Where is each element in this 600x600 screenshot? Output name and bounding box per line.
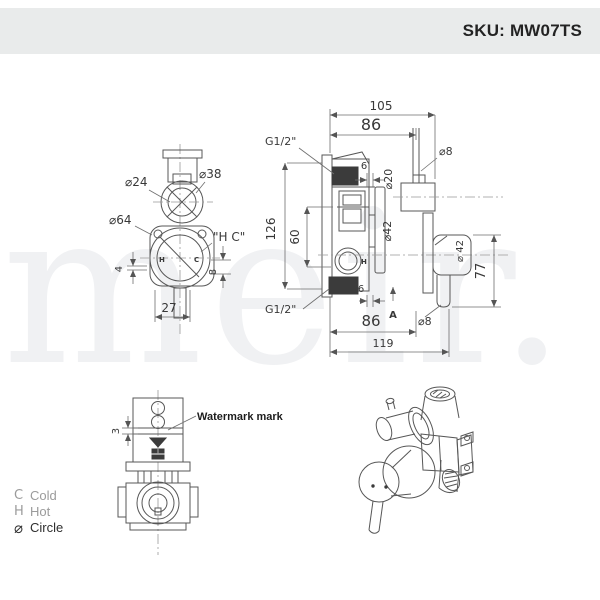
isometric-mixer (358, 386, 474, 534)
front-view-dimensions: ⌀24 ⌀38 ⌀64 "H C" H C 4 8 27 (109, 167, 245, 322)
header-bar: SKU: MW07TS (0, 8, 600, 54)
cartridge-circle (136, 481, 180, 525)
hot-mark: H (159, 256, 165, 264)
watermark-certification-mark (148, 437, 168, 460)
dim-dia64-label: ⌀64 (109, 213, 132, 227)
watermark-mark-callout: Watermark mark (197, 411, 283, 423)
dim-105-label: 105 (370, 99, 393, 113)
dim-77-label: 77 (474, 263, 489, 280)
dim-86-top-label: 86 (361, 115, 381, 134)
legend-cold-label: Cold (30, 488, 57, 503)
dim-4-label: 4 (114, 266, 125, 272)
escutcheon-iso (382, 445, 436, 499)
front-view-drawing: ⌀24 ⌀38 ⌀64 "H C" H C 4 8 27 (109, 144, 245, 334)
g-half-top-label: G1/2" (265, 135, 296, 148)
dia20-label: ⌀20 (382, 169, 395, 190)
legend-item-hot: H Hot (14, 504, 63, 520)
legend-item-circle: ⌀ Circle (14, 520, 63, 536)
legend: C Cold H Hot ⌀ Circle (14, 488, 63, 536)
legend-hot-symbol: H (14, 504, 24, 519)
dim-dia38-label: ⌀38 (199, 167, 222, 181)
g-half-bottom-label: G1/2" (265, 303, 296, 316)
collar-ring (408, 406, 434, 446)
dim-86-bottom-label: 86 (361, 312, 380, 330)
sku-label: SKU: MW07TS (462, 21, 582, 40)
lever-iso (368, 529, 380, 534)
wall-plate (321, 154, 333, 298)
dim-27-label: 27 (161, 301, 176, 315)
dim-6-top-label: 6 (361, 161, 367, 172)
dia42-handle-label: ⌀ 42 (455, 240, 466, 262)
dia8-bottom-label: ⌀8 (418, 315, 432, 328)
isometric-view-drawing (358, 386, 474, 534)
dim-119-label: 119 (373, 337, 394, 350)
dim-126-label: 126 (264, 218, 278, 241)
dia42-flange-label: ⌀42 (381, 221, 394, 242)
top-bracket (167, 157, 198, 183)
flange-disc (374, 186, 386, 274)
top-port (424, 386, 456, 402)
rear-view-drawing: 3 (111, 390, 199, 555)
legend-item-cold: C Cold (14, 488, 63, 504)
temp-handle-cap (375, 416, 393, 442)
handle-lever (436, 275, 451, 308)
bottom-port (441, 468, 461, 492)
hc-indicator-line (159, 236, 200, 278)
inlet-bottom-g-half (328, 276, 359, 295)
side-view-drawing: 105 86 G1/2" ⌀8 6 ⌀20 126 60 ⌀42 ⌀ 42 77… (264, 99, 511, 357)
side-view-body (318, 128, 511, 308)
dia8-top-label: ⌀8 (439, 145, 453, 158)
section-a-label: A (389, 310, 397, 321)
handle-flange (422, 212, 434, 294)
main-knob-iso (358, 461, 400, 503)
inlet-top-g-half (331, 166, 359, 186)
dim-6-bottom-label: 6 (358, 284, 364, 295)
rear-view-dimensions: 3 (111, 415, 197, 446)
dim-dia24-label: ⌀24 (125, 175, 148, 189)
cold-mark: C (194, 256, 199, 264)
legend-circle-label: Circle (30, 520, 64, 535)
hc-callout-label: "H C" (213, 230, 245, 244)
cartridge (338, 190, 366, 232)
outlet-port (334, 247, 362, 275)
handle-body (432, 234, 472, 276)
rear-view-body (117, 390, 199, 555)
legend-cold-symbol: C (14, 488, 24, 503)
dim-3-label: 3 (111, 428, 122, 434)
dim-60-label: 60 (288, 229, 302, 244)
dim-8-label: 8 (208, 269, 219, 275)
top-bracket-lip (162, 149, 203, 159)
side-view-dimensions: 105 86 G1/2" ⌀8 6 ⌀20 126 60 ⌀42 ⌀ 42 77… (264, 99, 501, 357)
port-h-mark: H (361, 258, 367, 266)
legend-hot-label: Hot (30, 504, 51, 519)
diameter-symbol-icon: ⌀ (14, 519, 24, 537)
